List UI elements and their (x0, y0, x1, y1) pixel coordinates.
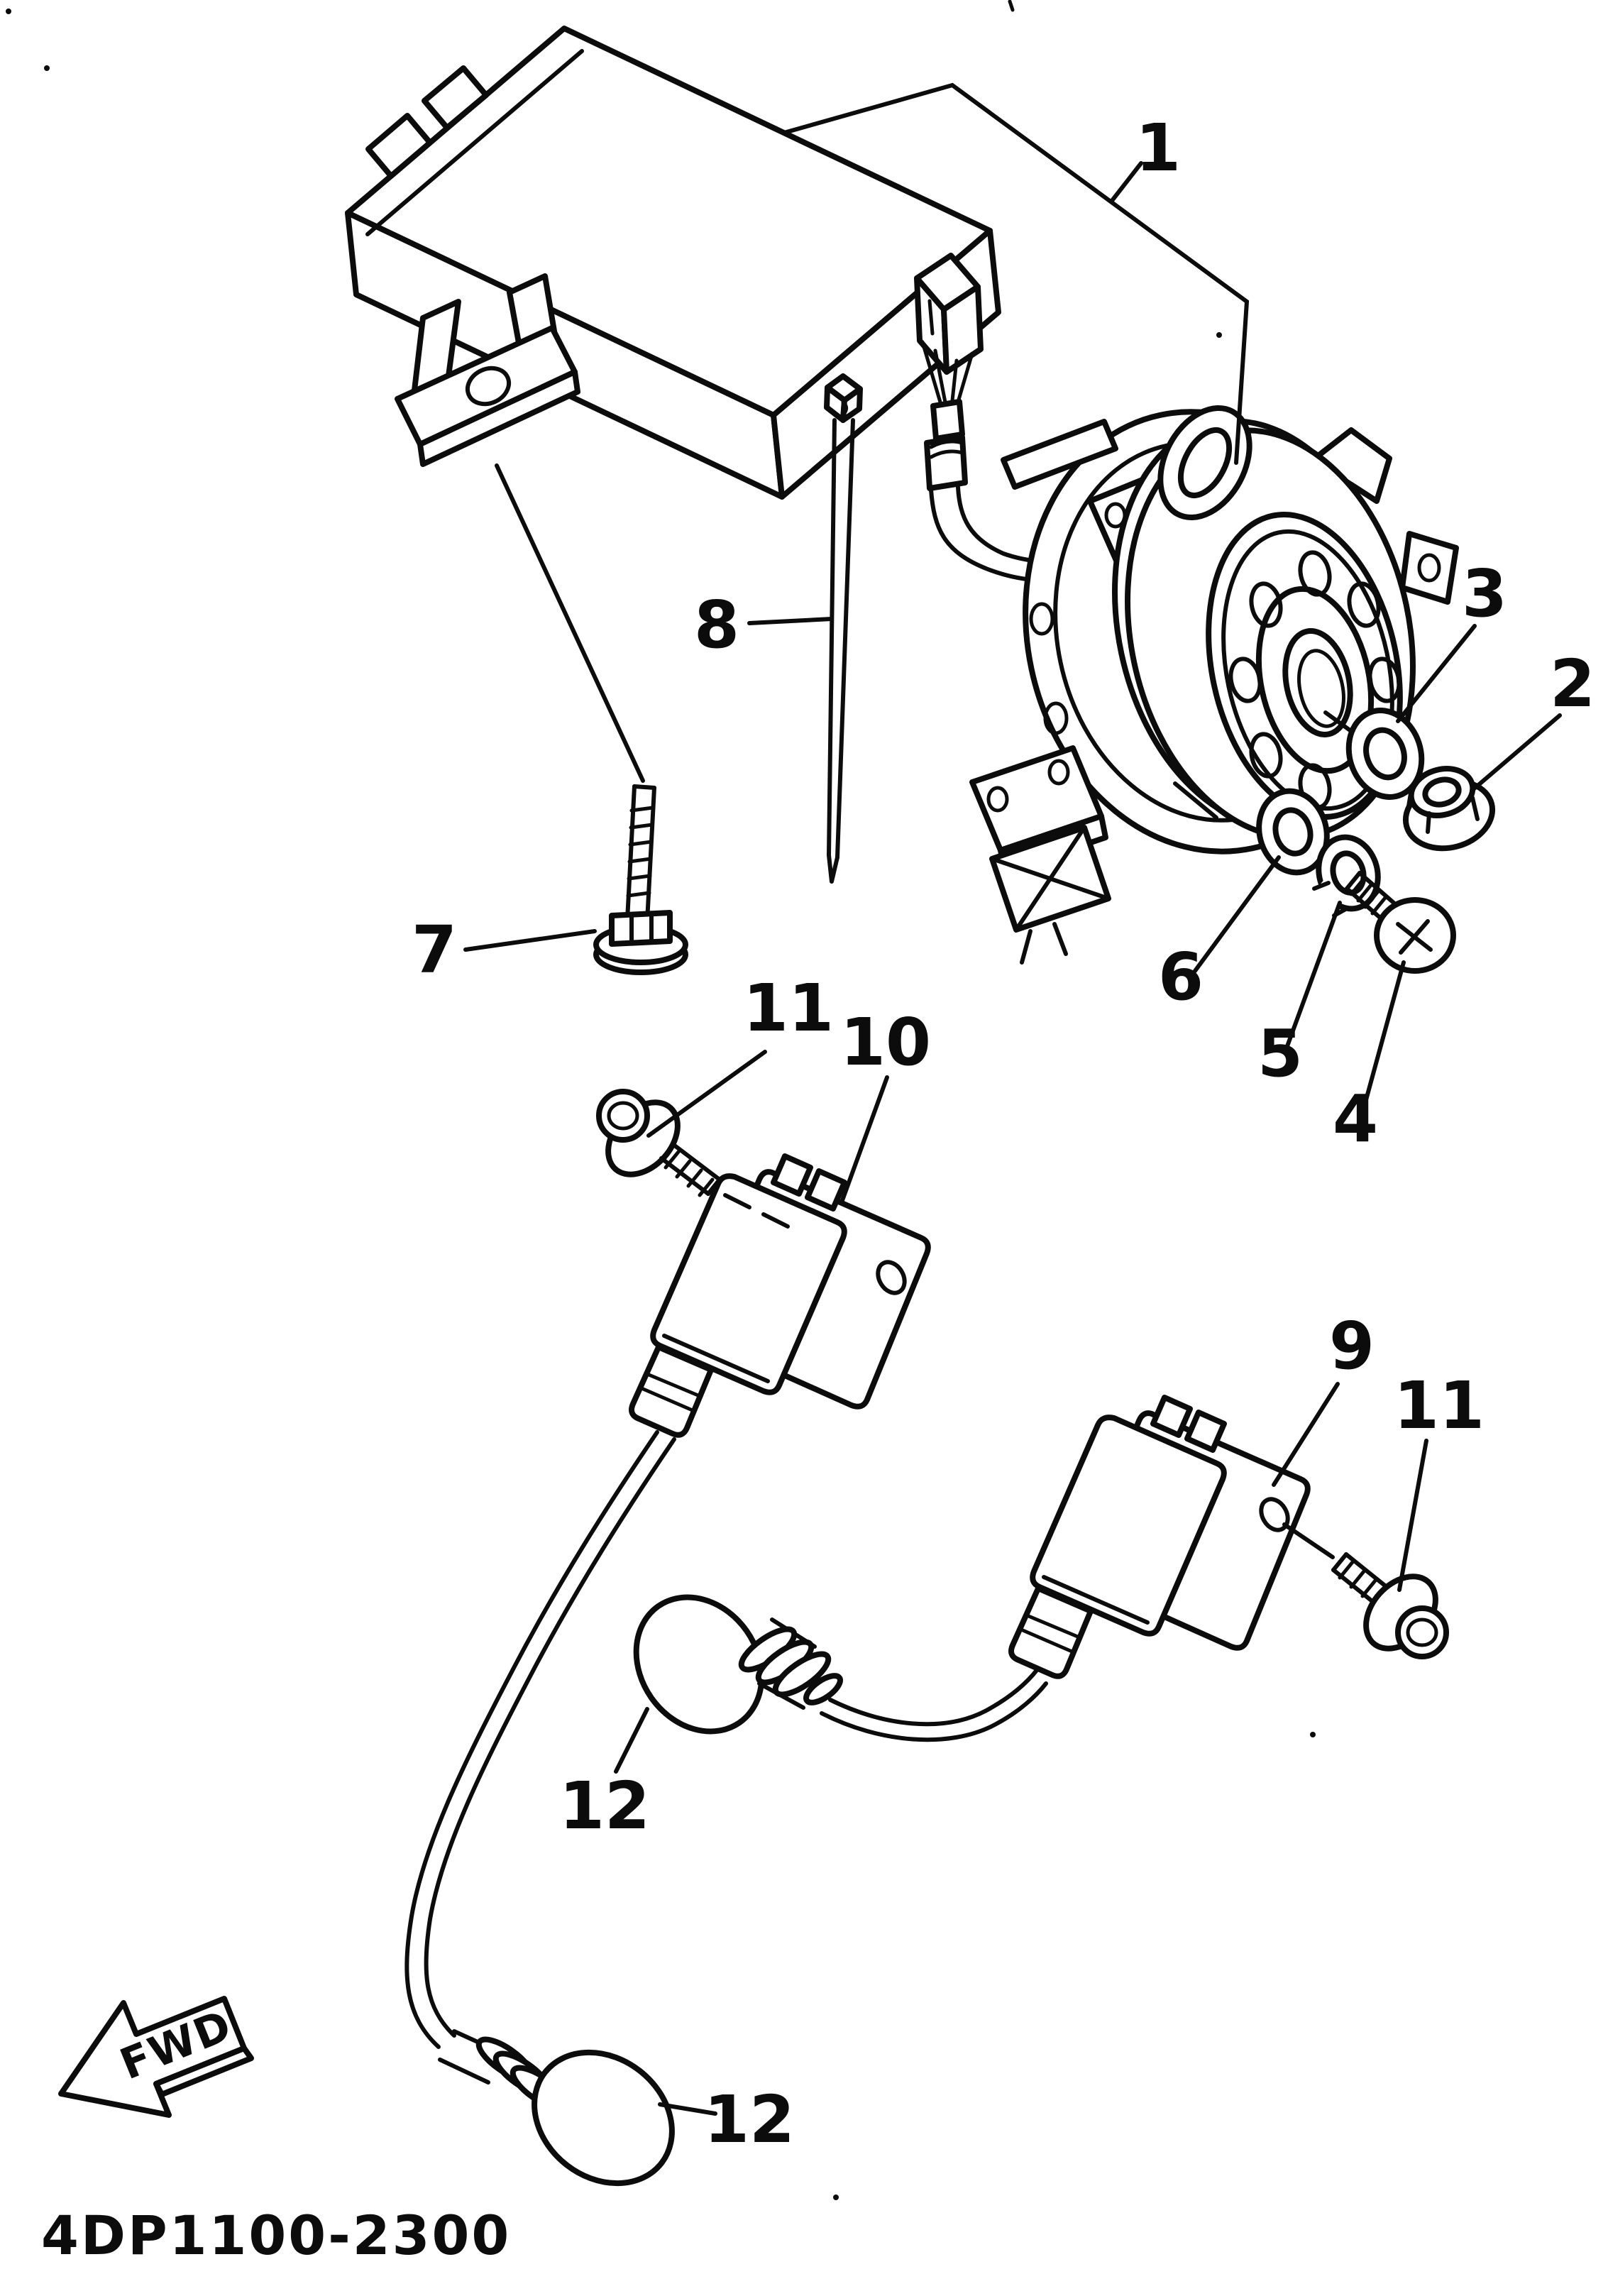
callout-6: 6 (1158, 939, 1204, 1015)
callout-3: 3 (1462, 556, 1507, 632)
coil10-boot (629, 1344, 714, 1438)
callout-8: 8 (694, 587, 739, 663)
washer-6 (1256, 788, 1330, 876)
cable-tie (824, 373, 863, 884)
assembly-line-bolt7 (495, 463, 645, 783)
harness-connector (914, 253, 1081, 583)
callout-7: 7 (412, 912, 457, 988)
stator-ear (1399, 531, 1459, 605)
callout-1: 1 (1135, 110, 1181, 186)
callout-10: 10 (840, 1004, 931, 1080)
flange-bolt-7 (593, 784, 688, 975)
flange-bolt-11a (596, 1089, 790, 1229)
coil9-terminal-2 (1184, 1410, 1227, 1453)
coil9-ht-lead (828, 1667, 1040, 1727)
screw-4 (1345, 871, 1456, 974)
spark-plug-cap-12a (633, 1594, 843, 1735)
callout-4: 4 (1333, 1081, 1378, 1157)
flange-bolt-11b (1282, 1522, 1449, 1659)
washer-3 (1345, 708, 1425, 800)
assembly-line-washer6 (1173, 781, 1218, 820)
callout-11b: 11 (1394, 1368, 1485, 1444)
callout-9: 9 (1329, 1308, 1375, 1384)
scan-speckles (6, 0, 1316, 2200)
callout-12b: 12 (704, 2082, 795, 2158)
coil10-terminal-2 (805, 1168, 847, 1212)
cdi-tab-1 (422, 65, 489, 131)
callout-5: 5 (1257, 1016, 1303, 1092)
cdi-mounting-bracket (395, 273, 580, 467)
ignition-coil-10 (404, 1153, 931, 2049)
flange-nut-2 (1402, 766, 1496, 852)
bolt11b-axis-line (1282, 1522, 1335, 1559)
callouts: 1 2 3 4 5 6 7 8 9 10 11 11 12 12 (412, 110, 1595, 2158)
spark-plug-cap-12b (438, 2029, 675, 2187)
part-code: 4DP1100-2300 (41, 2204, 511, 2267)
coil9-terminal-1 (1150, 1395, 1193, 1438)
callout-11a: 11 (743, 970, 834, 1046)
fwd-arrow: FWD (58, 1996, 254, 2118)
wire-guide-bar (1001, 419, 1118, 490)
bracket-hole (465, 366, 512, 407)
ignition-coil-9 (820, 1395, 1311, 1742)
bolt11a-axis-dash (723, 1193, 751, 1209)
callout-2: 2 (1550, 646, 1595, 722)
coil10-terminal-1 (771, 1153, 813, 1197)
callout-12a: 12 (559, 1768, 650, 1844)
cdi-tab-2 (365, 113, 433, 179)
coil9-boot (1008, 1586, 1094, 1679)
coil10-ht-lead (404, 1430, 659, 2049)
magneto-rotor (1112, 405, 1416, 840)
leader-lines (463, 82, 1562, 2116)
